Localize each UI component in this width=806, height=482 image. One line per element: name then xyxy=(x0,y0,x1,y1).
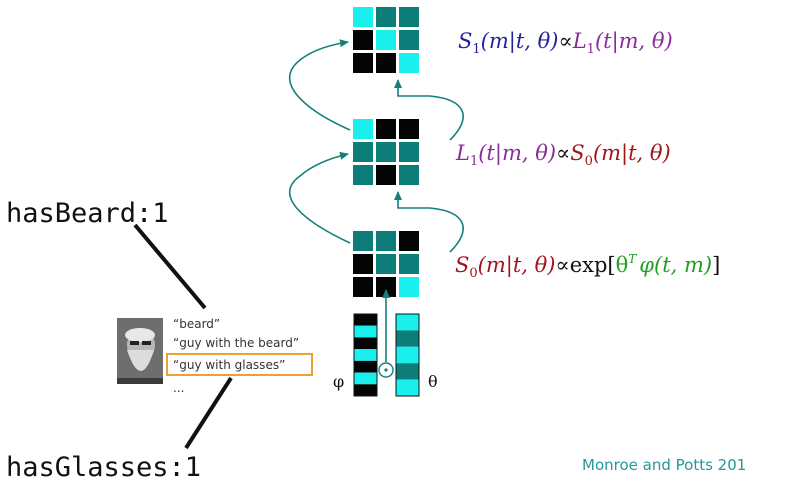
speaker0-grid-cell-r1-c2 xyxy=(376,231,396,251)
theta-vector-segment-2 xyxy=(396,330,419,347)
phi-vector-segment-6 xyxy=(354,372,377,385)
speaker0-bracket-open: [ xyxy=(607,253,615,277)
speaker0-theta-sup: T xyxy=(628,252,637,266)
listener1-grid-cell-r1-c1 xyxy=(353,119,373,139)
phi-vector-segment-5 xyxy=(354,360,377,373)
speaker0-theta: θ xyxy=(616,253,629,277)
listener1-rhs: S xyxy=(570,141,584,165)
phi-vector-segment-4 xyxy=(354,349,377,361)
listener1-equation: L1(t|m, θ)∝S0(m|t, θ) xyxy=(455,141,671,169)
utterance-beard: “beard” xyxy=(173,317,220,331)
listener1-grid xyxy=(353,119,419,185)
glasses-feature-line xyxy=(184,376,233,450)
theta-vector-segment-4 xyxy=(396,363,419,380)
speaker0-lhs-sub: 0 xyxy=(469,266,477,281)
portrait-photo xyxy=(117,318,163,384)
beard-feature-line xyxy=(133,223,207,310)
theta-vector-segment-1 xyxy=(396,314,419,331)
speaker1-grid-cell-r2-c2 xyxy=(376,30,396,50)
listener1-lhs-args: (t|m, θ) xyxy=(478,141,556,166)
listener1-grid-cell-r1-c3 xyxy=(399,119,419,139)
listener1-grid-cell-r3-c3 xyxy=(399,165,419,185)
speaker0-grid-cell-r3-c1 xyxy=(353,277,373,297)
speaker0-grid xyxy=(353,231,419,297)
speaker0-to-listener1-arrow xyxy=(288,151,351,244)
theta-vector-segment-5 xyxy=(396,379,419,396)
dot-operator-point xyxy=(384,368,388,372)
speaker0-grid-cell-r2-c2 xyxy=(376,254,396,274)
selected-utterance-highlight xyxy=(166,353,313,376)
speaker1-equation: S1(m|t, θ)∝L1(t|m, θ) xyxy=(458,29,673,57)
utterance-ellipsis: ... xyxy=(173,381,184,395)
phi-vector-segment-7 xyxy=(354,384,377,396)
speaker0-bracket-close: ] xyxy=(712,253,720,277)
svg-text:L1(t|m, θ)∝S0(m|t, θ): L1(t|m, θ)∝S0(m|t, θ) xyxy=(455,141,671,169)
speaker0-grid-cell-r1-c3 xyxy=(399,231,419,251)
speaker1-prop: ∝ xyxy=(558,29,572,53)
has-beard-feature-label: hasBeard:1 xyxy=(6,198,169,229)
theta-weight-vector xyxy=(395,313,420,397)
speaker1-grid-cell-r1-c3 xyxy=(399,7,419,27)
speaker1-grid xyxy=(353,7,419,73)
listener1-rhs-args: (m|t, θ) xyxy=(593,141,671,166)
speaker1-grid-cell-r3-c2 xyxy=(376,53,396,73)
speaker1-grid-cell-r1-c2 xyxy=(376,7,396,27)
speaker0-grid-cell-r1-c1 xyxy=(353,231,373,251)
speaker1-lhs-sub: 1 xyxy=(472,42,480,57)
listener1-lhs-sub: 1 xyxy=(470,154,478,169)
listener1-prop: ∝ xyxy=(556,141,570,165)
speaker0-grid-cell-r3-c3 xyxy=(399,277,419,297)
speaker1-grid-cell-r3-c1 xyxy=(353,53,373,73)
speaker0-exp: exp xyxy=(570,253,608,277)
phi-feature-vector xyxy=(353,313,378,397)
speaker0-grid-cell-r2-c3 xyxy=(399,254,419,274)
speaker1-grid-cell-r2-c1 xyxy=(353,30,373,50)
speaker0-lhs-args: (m|t, θ) xyxy=(478,253,556,278)
speaker1-rhs-sub: 1 xyxy=(587,42,595,57)
speaker1-grid-cell-r3-c3 xyxy=(399,53,419,73)
svg-text:S0(m|t, θ)∝exp[θTφ(t, m)]: S0(m|t, θ)∝exp[θTφ(t, m)] xyxy=(455,252,720,281)
listener1-to-speaker1-arrow xyxy=(288,39,351,131)
phi-vector-frame xyxy=(353,313,378,397)
listener1-grid-cell-r2-c2 xyxy=(376,142,396,162)
listener1-grid-cell-r1-c2 xyxy=(376,119,396,139)
phi-vector-segment-1 xyxy=(354,314,377,326)
svg-text:S1(m|t, θ)∝L1(t|m, θ): S1(m|t, θ)∝L1(t|m, θ) xyxy=(458,29,673,57)
utterance-guy-with-beard: “guy with the beard” xyxy=(173,336,299,350)
speaker1-grid-cell-r1-c1 xyxy=(353,7,373,27)
speaker1-rhs: L xyxy=(572,29,587,53)
speaker0-grid-cell-r2-c1 xyxy=(353,254,373,274)
speaker1-grid-cell-r2-c3 xyxy=(399,30,419,50)
speaker1-rhs-args: (t|m, θ) xyxy=(595,29,673,54)
listener1-grid-cell-r3-c2 xyxy=(376,165,396,185)
listener1-grid-cell-r2-c3 xyxy=(399,142,419,162)
listener1-rhs-sub: 0 xyxy=(585,154,593,169)
speaker1-loop-arrow xyxy=(394,79,464,141)
speaker0-grid-cell-r3-c2 xyxy=(376,277,396,297)
listener1-loop-arrow xyxy=(394,191,464,253)
speaker0-prop: ∝ xyxy=(555,253,569,277)
theta-vector-segment-3 xyxy=(396,346,419,364)
listener1-grid-cell-r3-c1 xyxy=(353,165,373,185)
citation-credit: Monroe and Potts 201 xyxy=(582,456,746,474)
speaker0-lhs: S xyxy=(455,253,469,277)
theta-symbol: θ xyxy=(428,372,438,391)
listener1-grid-cell-r2-c1 xyxy=(353,142,373,162)
speaker0-phi-args: φ(t, m) xyxy=(639,253,712,277)
speaker1-lhs-args: (m|t, θ) xyxy=(481,29,559,54)
theta-vector-frame xyxy=(395,313,420,397)
phi-vector-segment-2 xyxy=(354,325,377,338)
speaker1-lhs: S xyxy=(458,29,472,53)
utterance-guy-with-glasses: “guy with glasses” xyxy=(173,358,285,372)
has-glasses-feature-label: hasGlasses:1 xyxy=(6,452,201,482)
listener1-lhs: L xyxy=(455,141,470,165)
phi-vector-segment-3 xyxy=(354,337,377,350)
phi-symbol: φ xyxy=(333,372,344,391)
